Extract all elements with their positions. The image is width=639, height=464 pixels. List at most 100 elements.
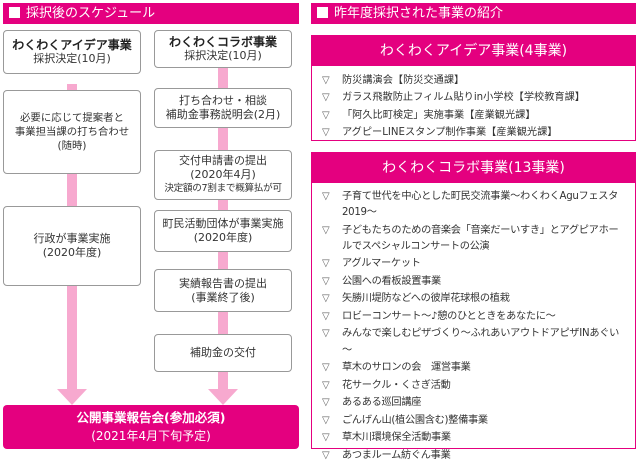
box-text: 必要に応じて提案者と — [20, 112, 124, 124]
list-item: ▽ 子どもたちのための音楽会「音楽だーいすき」とアグピアホールでスペシャルコンサー… — [322, 223, 635, 255]
triangle-down-icon: ▽ — [322, 310, 330, 322]
report-meeting-date: (2021年4月下旬予定) — [91, 429, 211, 443]
flow-connector — [218, 312, 228, 334]
collab-projects-panel: わくわくコラボ事業(13事業) ▽ 子育て世代を中心とした町民交流事業～わくわくA… — [311, 152, 636, 461]
list-item: ▽ 公園への看板設置事業 — [322, 274, 635, 290]
box-text: 打ち合わせ・相談 — [179, 94, 267, 107]
list-item: ▽ 花サークル・くさぎ活動 — [322, 378, 635, 394]
list-item-text: ロビーコンサート～♪憩のひとときをあなたに～ — [342, 310, 556, 322]
list-item: ▽矢勝川堤防などへの彼岸花球根の植栽 — [322, 291, 635, 307]
list-item-text: あつまルーム紡ぐん事業 — [342, 449, 451, 461]
triangle-down-icon: ▽ — [322, 75, 330, 86]
flow-connector — [218, 372, 228, 390]
box-text: 補助金事務説明会(2月) — [165, 108, 281, 121]
list-item-text: ガラス飛散防止フィルム貼りin小学校【学校教育課】 — [342, 92, 585, 104]
flow-connector — [218, 200, 228, 210]
idea-projects-list: ▽ 防災講演会【防災交通課】 ▽ ガラス飛散防止フィルム貼りin小学校【学校教育課】… — [312, 66, 635, 142]
triangle-down-icon: ▽ — [322, 362, 330, 374]
collab-projects-title: わくわくコラボ事業(13事業) — [312, 153, 635, 183]
box-text: (2020年度) — [193, 231, 253, 244]
idea-adoption-box: わくわくアイデア事業 採択決定(10月) — [3, 30, 141, 74]
list-item-text: 防災講演会【防災交通課】 — [342, 75, 465, 86]
collab-adoption-title: わくわくコラボ事業 — [168, 35, 277, 49]
triangle-down-icon: ▽ — [322, 127, 330, 139]
collab-subsidy-box: 補助金の交付 — [154, 334, 292, 372]
idea-implementation-box: 行政が事業実施 (2020年度) — [3, 206, 141, 286]
triangle-down-icon: ▽ — [322, 258, 330, 270]
triangle-down-icon: ▽ — [322, 379, 330, 391]
list-item-text: 「阿久比町検定」実施事業【産業観光課】 — [342, 109, 536, 121]
triangle-down-icon: ▽ — [322, 92, 330, 104]
list-item-text: 草木川環境保全活動事業 — [342, 432, 451, 444]
box-text: (事業終了後) — [191, 290, 255, 304]
idea-adoption-date: 採択決定(10月) — [33, 52, 111, 65]
collab-report-submit-box: 実績報告書の提出 (事業終了後) — [154, 269, 292, 312]
idea-adoption-title: わくわくアイデア事業 — [12, 38, 132, 52]
list-item-text: 草木のサロンの会 運営事業 — [342, 362, 471, 374]
collab-application-box: 交付申請書の提出 (2020年4月) 決定額の7割まで概算払が可 — [154, 150, 292, 200]
list-item: ▽ 草木のサロンの会 運営事業 — [322, 360, 635, 376]
arrow-down-icon — [57, 389, 87, 405]
square-bullet-icon — [317, 7, 328, 18]
triangle-down-icon: ▽ — [322, 191, 330, 202]
flow-connector — [218, 128, 228, 150]
flow-connector — [218, 252, 228, 269]
box-text: 事業担当課の打ち合わせ — [14, 126, 130, 138]
list-item-text: 公園への看板設置事業 — [342, 275, 441, 287]
introduction-section-title: 昨年度採択された事業の紹介 — [334, 6, 504, 21]
box-text: 補助金の交付 — [190, 346, 256, 359]
box-text: 町民活動団体が事業実施 — [162, 217, 284, 230]
idea-projects-panel: わくわくアイデア事業(4事業) ▽ 防災講演会【防災交通課】 ▽ ガラス飛散防止フィ… — [311, 35, 636, 141]
list-item-text: あるある巡回講座 — [342, 397, 422, 409]
collab-adoption-box: わくわくコラボ事業 採択決定(10月) — [154, 30, 292, 68]
idea-meeting-box: 必要に応じて提案者と 事業担当課の打ち合わせ (随時) — [3, 90, 141, 174]
triangle-down-icon: ▽ — [322, 109, 330, 121]
flow-connector — [218, 68, 228, 88]
triangle-down-icon: ▽ — [322, 449, 330, 461]
list-item-text: 矢勝川堤防などへの彼岸花球根の植栽 — [342, 293, 510, 305]
box-text: 実績報告書の提出 — [179, 276, 267, 290]
box-text: 行政が事業実施 — [33, 232, 111, 245]
list-item: ▽ アグルマーケット — [322, 256, 635, 272]
collab-consultation-box: 打ち合わせ・相談 補助金事務説明会(2月) — [154, 88, 292, 128]
list-item: ▽ 草木川環境保全活動事業 — [322, 430, 635, 446]
box-text: 交付申請書の提出 — [179, 154, 267, 167]
collab-adoption-date: 採択決定(10月) — [184, 49, 262, 62]
arrow-down-icon — [208, 389, 238, 405]
collab-projects-list: ▽ 子育て世代を中心とした町民交流事業～わくわくAguフェスタ2019～ ▽ 子ども… — [312, 183, 635, 464]
list-item-text: 子どもたちのための音楽会「音楽だーいすき」とアグピアホールでスペシャルコンサート… — [342, 224, 619, 252]
report-meeting-title: 公開事業報告会(参加必須) — [76, 410, 226, 425]
flow-connector — [67, 286, 77, 390]
list-item-text: アグルマーケット — [342, 258, 421, 270]
list-item: ▽ ごんげん山(植公園含む)整備事業 — [322, 413, 635, 429]
idea-projects-title: わくわくアイデア事業(4事業) — [312, 36, 635, 66]
schedule-section-title: 採択後のスケジュール — [26, 6, 156, 21]
public-report-meeting-banner: 公開事業報告会(参加必須) (2021年4月下旬予定) — [3, 405, 299, 449]
list-item: ▽ あつまルーム紡ぐん事業 — [322, 448, 635, 464]
box-text: 決定額の7割まで概算払が可 — [164, 183, 282, 194]
list-item: ▽ ガラス飛散防止フィルム貼りin小学校【学校教育課】 — [322, 89, 635, 106]
box-text: (2020年4月) — [190, 168, 256, 181]
triangle-down-icon: ▽ — [322, 275, 330, 287]
collab-implementation-box: 町民活動団体が事業実施 (2020年度) — [154, 210, 292, 252]
list-item-text: ごんげん山(植公園含む)整備事業 — [342, 414, 488, 426]
triangle-down-icon: ▽ — [322, 432, 330, 444]
triangle-down-icon: ▽ — [322, 397, 330, 409]
list-item: ▽ ロビーコンサート～♪憩のひとときをあなたに～ — [322, 309, 635, 325]
triangle-down-icon: ▽ — [322, 414, 330, 426]
square-bullet-icon — [9, 7, 20, 18]
list-item-text: 子育て世代を中心とした町民交流事業～わくわくAguフェスタ2019～ — [342, 191, 619, 219]
list-item: ▽ 防災講演会【防災交通課】 — [322, 72, 635, 89]
list-item-text: 花サークル・くさぎ活動 — [342, 379, 451, 391]
flow-connector — [67, 84, 77, 90]
flow-connector — [67, 174, 77, 206]
triangle-down-icon: ▽ — [322, 224, 330, 236]
schedule-section-header: 採択後のスケジュール — [3, 3, 299, 24]
list-item: ▽ 「阿久比町検定」実施事業【産業観光課】 — [322, 107, 635, 124]
list-item: ▽ あるある巡回講座 — [322, 395, 635, 411]
list-item: ▽ 子育て世代を中心とした町民交流事業～わくわくAguフェスタ2019～ — [322, 189, 635, 221]
introduction-section-header: 昨年度採択された事業の紹介 — [311, 3, 636, 24]
box-text: (2020年度) — [42, 246, 102, 259]
box-text: (随時) — [57, 140, 87, 152]
list-item: ▽アグピーLINEスタンプ制作事業【産業観光課】 — [322, 124, 635, 141]
